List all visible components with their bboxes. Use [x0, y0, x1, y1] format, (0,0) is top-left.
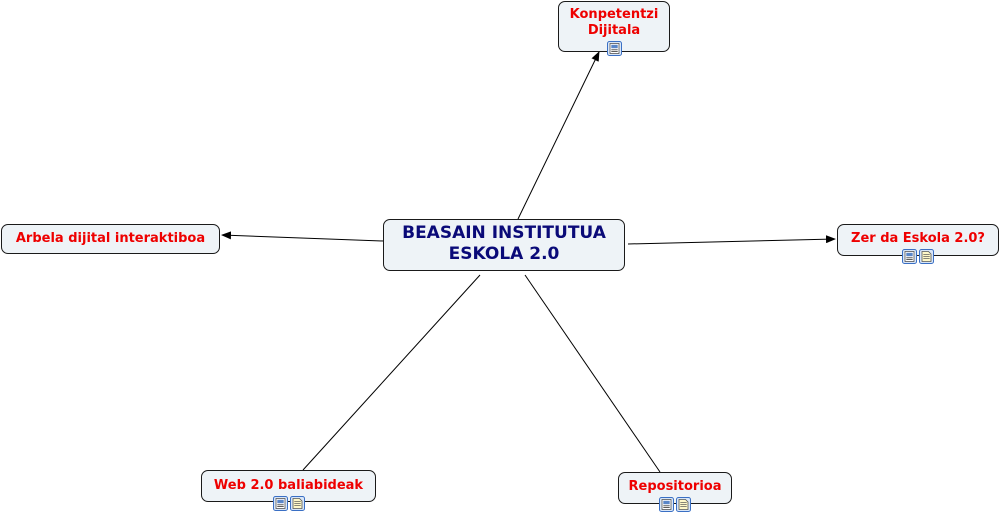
node-konpetentzi-dijitala[interactable]: Konpetentzi Dijitala — [558, 1, 670, 56]
central-concept-node[interactable]: BEASAIN INSTITUTUA ESKOLA 2.0 — [383, 219, 625, 271]
image-document-icon[interactable] — [659, 497, 674, 512]
node-repositorioa[interactable]: Repositorioa — [618, 472, 732, 512]
image-document-icon[interactable] — [902, 249, 917, 264]
text-document-icon[interactable] — [919, 249, 934, 264]
text-document-icon[interactable] — [676, 497, 691, 512]
node-label: Zer da Eskola 2.0? — [851, 231, 985, 246]
node-zer-da-eskola[interactable]: Zer da Eskola 2.0? — [837, 224, 999, 264]
node-label: Arbela dijital interaktiboa — [15, 231, 206, 246]
edge-to-arbela — [221, 231, 384, 242]
node-label-line-1: Konpetentzi — [569, 7, 659, 22]
edge-to-repositorioa — [524, 274, 661, 473]
image-document-icon[interactable] — [606, 41, 622, 56]
node-label-line-2: Dijitala — [587, 23, 641, 38]
node-label: Web 2.0 baliabideak — [213, 478, 364, 493]
node-arbela-dijital[interactable]: Arbela dijital interaktiboa — [1, 224, 220, 254]
resource-icons — [202, 496, 375, 511]
node-web20-baliabideak[interactable]: Web 2.0 baliabideak — [201, 470, 376, 511]
edge-to-kompetentzi — [517, 51, 600, 220]
resource-icons — [559, 41, 669, 56]
central-title-line-2: ESKOLA 2.0 — [448, 244, 560, 264]
node-label: Repositorioa — [628, 479, 722, 494]
edge-to-zer-da — [627, 235, 836, 245]
central-title-line-1: BEASAIN INSTITUTUA — [402, 223, 606, 243]
image-document-icon[interactable] — [272, 496, 288, 511]
resource-icons — [838, 249, 998, 264]
resource-icons — [619, 497, 731, 512]
edge-to-web20 — [302, 274, 481, 471]
text-document-icon[interactable] — [289, 496, 305, 511]
